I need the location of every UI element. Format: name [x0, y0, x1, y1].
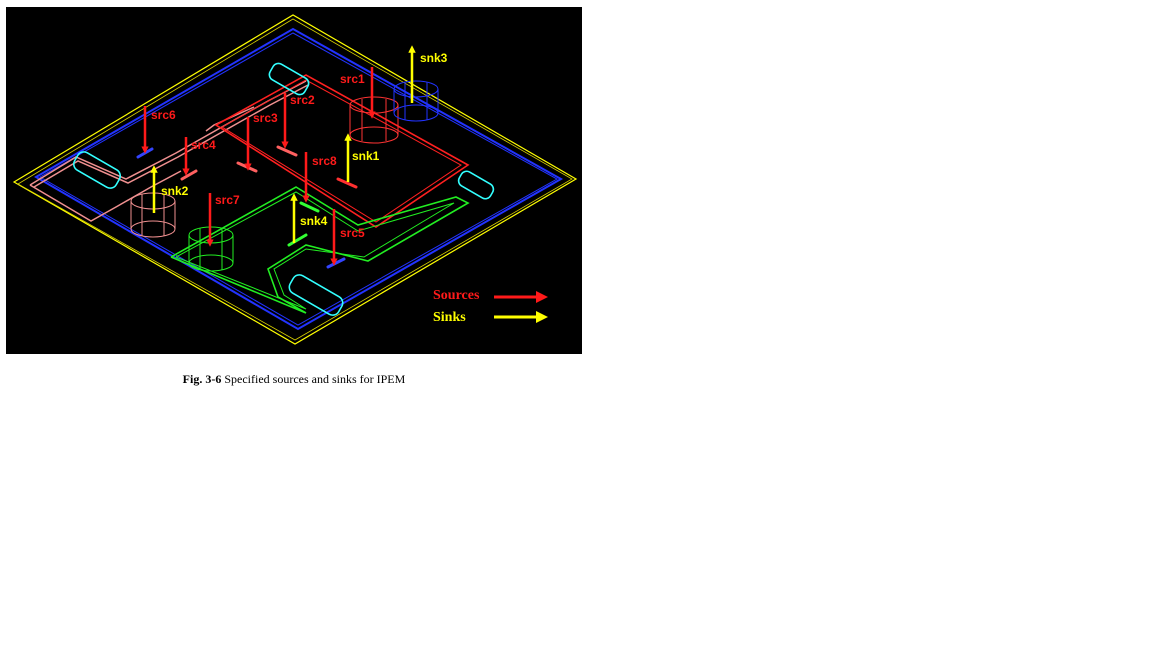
ipem-layout-drawing: src1 src2 src3 src4 src5 src6 src7 src8 … [12, 14, 578, 345]
src4-label: src4 [191, 138, 216, 152]
sink-arrows [150, 45, 416, 243]
cylinder-snk1 [349, 96, 399, 144]
cyan-pads [72, 62, 495, 316]
source-arrows [141, 67, 376, 266]
snk2-label: snk2 [161, 184, 189, 198]
legend: Sources Sinks [433, 288, 548, 325]
src3-label: src3 [253, 111, 278, 125]
legend-sources-label: Sources [433, 288, 480, 303]
cylinder-snk2 [130, 192, 176, 238]
cylinder-snk3 [393, 80, 439, 122]
snk4-label: snk4 [300, 214, 328, 228]
figure-caption: Fig. 3-6 Specified sources and sinks for… [0, 372, 588, 387]
caption-text: Specified sources and sinks for IPEM [224, 372, 406, 386]
src8-label: src8 [312, 154, 337, 168]
snk1-label: snk1 [352, 149, 380, 163]
caption-number: Fig. 3-6 [182, 372, 222, 386]
ipem-diagram: src1 src2 src3 src4 src5 src6 src7 src8 … [6, 7, 582, 354]
substrate-outline [12, 14, 578, 345]
src5-label: src5 [340, 226, 365, 240]
src1-label: src1 [340, 72, 365, 86]
legend-sinks-label: Sinks [433, 310, 466, 325]
src6-label: src6 [151, 108, 176, 122]
blue-trace [34, 27, 564, 331]
red-trace [214, 74, 470, 228]
snk3-label: snk3 [420, 51, 448, 65]
src7-label: src7 [215, 193, 240, 207]
src2-label: src2 [290, 93, 315, 107]
legend-sinks-arrowhead [536, 311, 548, 323]
legend-sources-arrowhead [536, 291, 548, 303]
